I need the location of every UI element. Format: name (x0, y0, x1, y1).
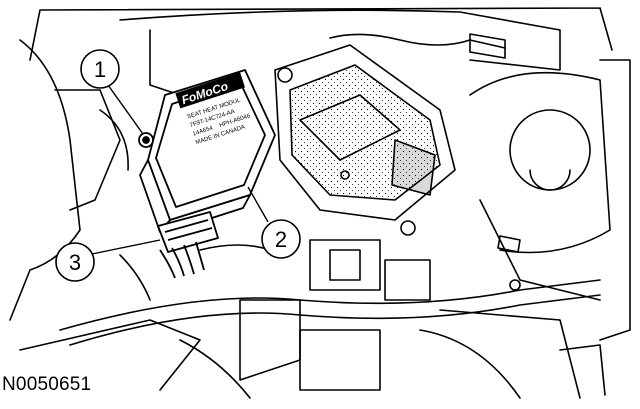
adjacent-module (274, 44, 456, 236)
callout-1: 1 (80, 49, 144, 135)
callout-2-number: 2 (275, 227, 287, 252)
background-structure (9, 7, 631, 399)
seat-heat-module (138, 69, 276, 279)
figure-id: N0050651 (2, 374, 92, 395)
callout-3-number: 3 (69, 250, 81, 275)
callout-2: 2 (247, 186, 301, 259)
callout-1-number: 1 (94, 57, 106, 82)
callout-3: 3 (55, 239, 161, 282)
